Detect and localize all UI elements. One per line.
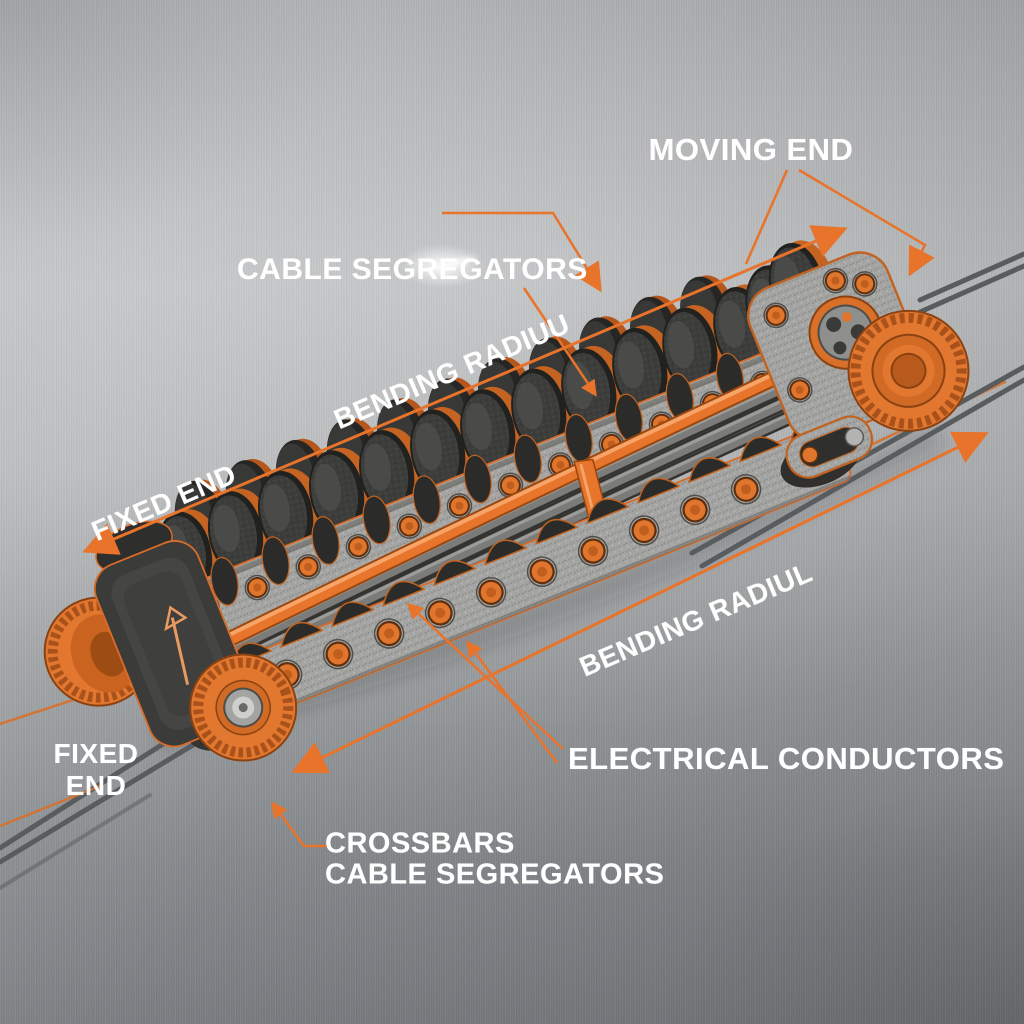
electrical-conductors-leader-1 [406, 602, 564, 750]
moving-end-leader-right [798, 168, 935, 277]
moving-end-gear [847, 309, 970, 432]
label-fixed-end-bottom-line2: END [65, 770, 127, 801]
fixed-end-assembly [43, 520, 298, 762]
crossbars-leader [271, 801, 327, 848]
direction-arrow-marking [164, 605, 190, 686]
cable-segregators-leader-lower [522, 287, 597, 397]
label-crossbars-line2: CABLE SEGREGATORS [325, 859, 665, 891]
label-crossbars-line1: CROSSBARS [325, 827, 515, 860]
cable-segregators-leader-top [442, 211, 602, 293]
moving-end-leader-left [744, 169, 789, 265]
label-fixed-end-bottom-line1: FIXED [53, 737, 139, 769]
label-cable-segregators-top: CABLE SEGREGATORS [237, 253, 588, 286]
fixed-end-front-gear [189, 653, 298, 762]
label-fixed-end-bottom: FIXED END [54, 738, 139, 802]
annotation-arrows [82, 168, 989, 848]
label-crossbars: CROSSBARS CABLE SEGREGATORS [325, 827, 665, 892]
travel-span-arrow-top [82, 225, 848, 555]
travel-span-arrow-bottom [291, 431, 989, 774]
electrical-conductors-leader-2 [466, 640, 559, 764]
label-moving-end: MOVING END [648, 132, 854, 167]
label-electrical-conductors: ELECTRICAL CONDUCTORS [568, 741, 1005, 776]
